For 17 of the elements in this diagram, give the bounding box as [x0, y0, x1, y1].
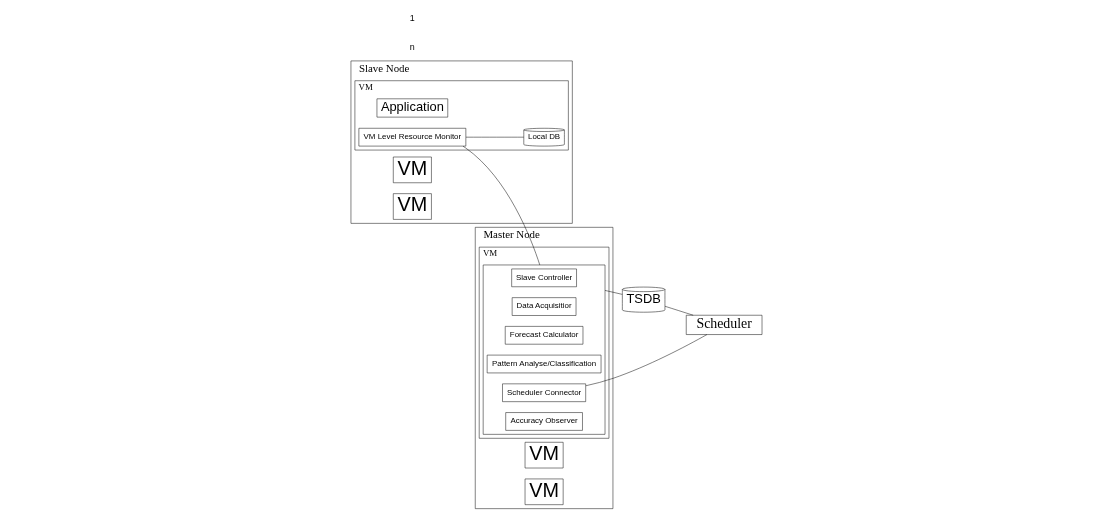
node-box: Slave Controller: [510, 268, 577, 287]
node-box: Scheduler: [685, 315, 762, 335]
connector: [462, 146, 540, 266]
label: 1: [409, 13, 415, 24]
node-box: Scheduler Connector: [501, 383, 586, 402]
cluster: [482, 264, 605, 435]
node-box: Application: [376, 98, 448, 118]
node-box: VM: [524, 478, 563, 505]
label: n: [409, 42, 415, 53]
node-box: Data Acquisitior: [511, 297, 576, 316]
node-box: VM Level Resource Monitor: [358, 128, 466, 147]
node-box: VM: [392, 193, 432, 220]
node-box: VM: [524, 442, 563, 469]
node-box: Forecast Calculator: [504, 326, 583, 345]
node-box: VM: [392, 156, 432, 183]
node-box: Accuracy Observer: [504, 412, 583, 431]
node-box: Pattern Analyse/Classification: [486, 354, 601, 374]
